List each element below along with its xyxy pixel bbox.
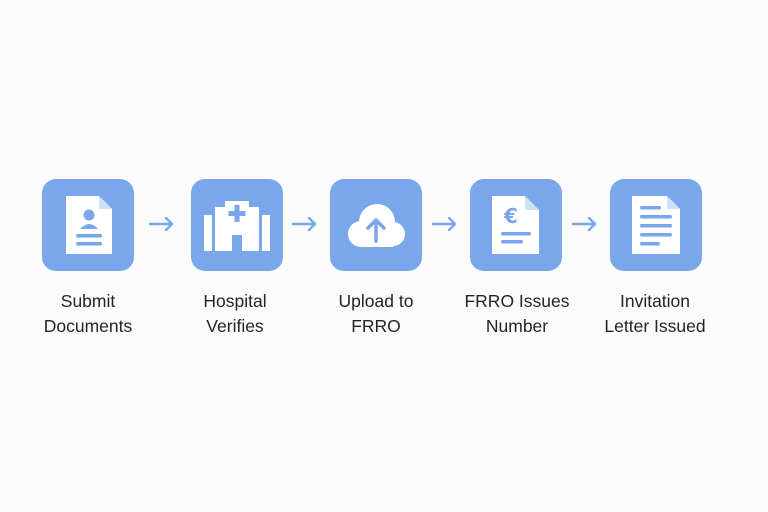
step-3-label-line2: FRRO [351, 316, 401, 336]
step-2-label-line1: Hospital [203, 291, 267, 311]
step-3-tile [330, 179, 422, 271]
step-4-tile: € [470, 179, 562, 271]
step-2-label-line2: Verifies [206, 316, 264, 336]
arrow-right-icon [571, 216, 597, 232]
step-2-tile [191, 179, 283, 271]
arrow-right-icon [291, 216, 317, 232]
step-5-label-line2: Letter Issued [604, 316, 706, 336]
step-2-label: Hospital Verifies [160, 289, 310, 339]
euro-symbol: € [503, 204, 518, 228]
step-4-label: FRRO Issues Number [442, 289, 592, 339]
hospital-icon [204, 201, 270, 251]
document-lines-icon [632, 196, 680, 254]
step-4-label-line1: FRRO Issues [464, 291, 570, 311]
arrow-right-icon [431, 216, 457, 232]
step-3-label-line1: Upload to [338, 291, 414, 311]
step-1-tile [42, 179, 134, 271]
step-1-label: Submit Documents [13, 289, 163, 339]
cloud-upload-icon [348, 204, 405, 247]
step-5-label-line1: Invitation [619, 291, 691, 311]
step-1-label-line2: Documents [43, 316, 133, 336]
step-5-label: Invitation Letter Issued [580, 289, 730, 339]
document-euro-icon: € [492, 196, 539, 254]
step-5-tile [610, 179, 702, 271]
arrow-right-icon [148, 216, 174, 232]
step-3-label: Upload to FRRO [301, 289, 451, 339]
step-1-label-line1: Submit [60, 291, 116, 311]
document-person-icon [66, 196, 112, 254]
step-4-label-line2: Number [485, 316, 549, 336]
